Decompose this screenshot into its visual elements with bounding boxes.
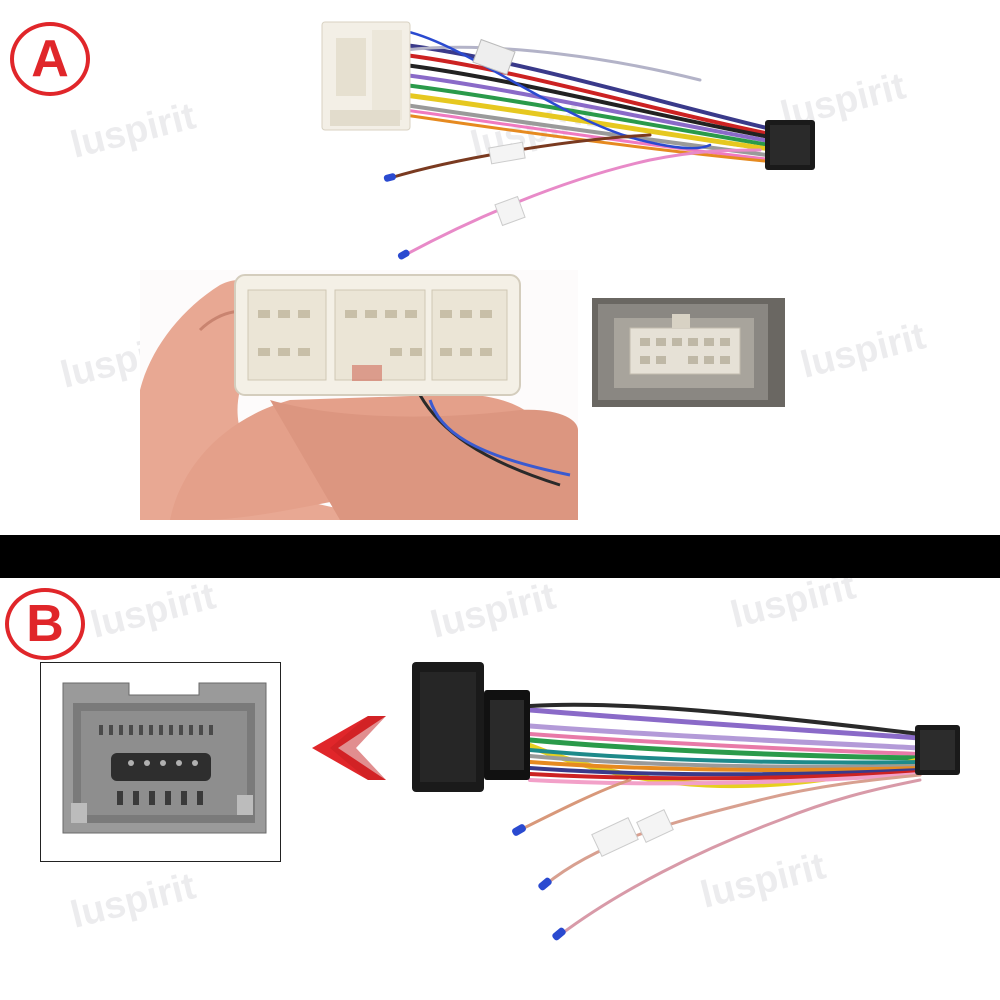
chevron-left-icon xyxy=(312,716,386,780)
section-a-badge: A xyxy=(10,22,90,96)
car-socket-b-inset xyxy=(40,662,281,862)
watermark-text: luspirit xyxy=(426,575,560,647)
watermark-text: luspirit xyxy=(66,865,200,937)
section-b-badge: B xyxy=(5,588,85,660)
watermark-text: luspirit xyxy=(86,575,220,647)
section-divider xyxy=(0,535,1000,578)
hand-connector-photo xyxy=(140,270,578,520)
harness-a-photo xyxy=(321,21,815,260)
watermark-text: luspirit xyxy=(796,315,930,387)
harness-b-photo xyxy=(412,662,960,941)
car-socket-a-photo xyxy=(592,298,785,407)
